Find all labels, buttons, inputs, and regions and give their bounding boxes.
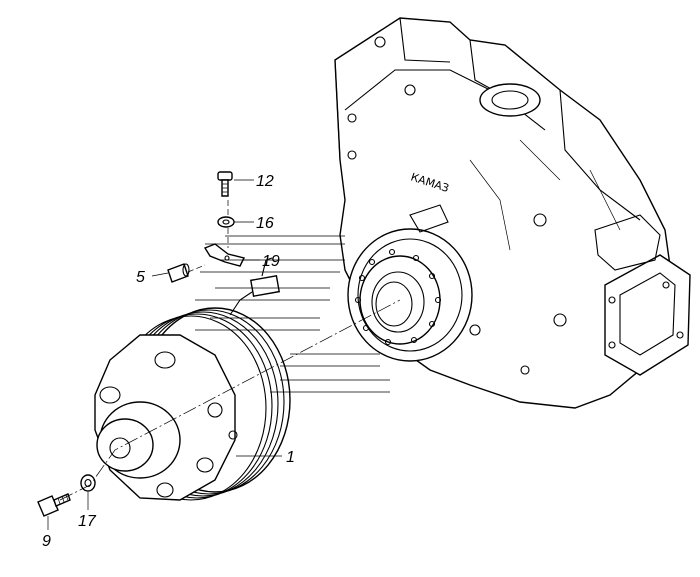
callout-19: 19 (262, 253, 280, 270)
leader-lines (47, 179, 282, 530)
callout-16: 16 (256, 215, 274, 232)
callout-17: 17 (78, 513, 97, 530)
assembly-lines (59, 200, 401, 501)
callout-1: 1 (286, 449, 295, 466)
fan-clutch-assembly (94, 307, 291, 501)
callout-9: 9 (42, 533, 51, 550)
callout-12: 12 (256, 173, 274, 190)
callout-5: 5 (136, 269, 145, 286)
sleeve-part-5 (167, 263, 190, 283)
clamp-part-19 (203, 243, 246, 267)
washer-part-16 (217, 216, 235, 228)
gearbox-housing: КАМАЗ (334, 17, 691, 409)
bolt-part-12 (217, 171, 233, 197)
